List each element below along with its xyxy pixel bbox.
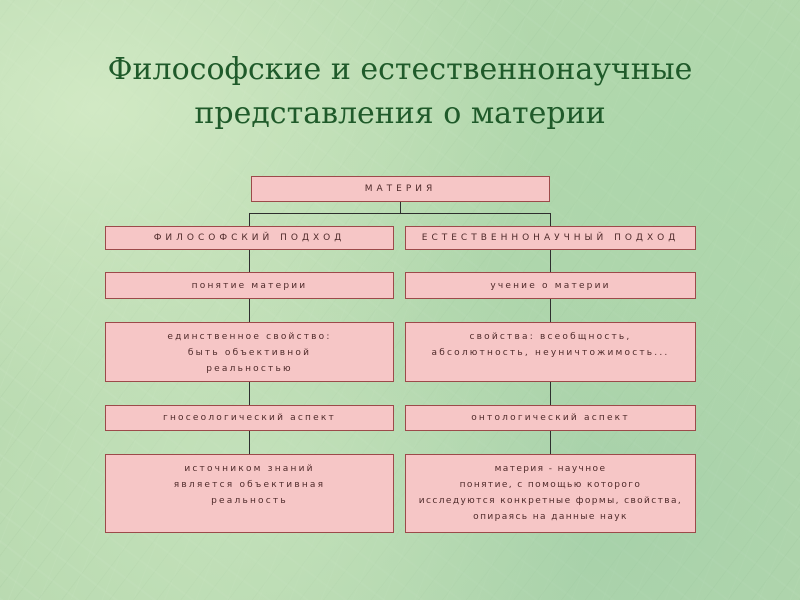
- epistemological-aspect-label: гносеологический аспект: [163, 413, 336, 423]
- natural-science-detail-line-4: опираясь на данные наук: [473, 512, 628, 522]
- philosophical-property-line-2: быть объективной: [187, 348, 312, 358]
- page-title-line-1: Философские и естественнонаучные: [107, 52, 693, 87]
- natural-science-detail-line-2: понятие, с помощью которого: [459, 480, 642, 490]
- ontological-aspect-box: онтологический аспект: [405, 405, 696, 431]
- natural-science-detail-line-1: материя - научное: [494, 464, 607, 474]
- philosophical-approach-label: ФИЛОСОФСКИЙ ПОДХОД: [153, 233, 346, 243]
- ontological-aspect-label: онтологический аспект: [471, 413, 630, 423]
- natural-science-property-line-2: абсолютность, неуничтожимость...: [431, 348, 670, 358]
- natural-science-detail-line-3: исследуются конкретные формы, свойства,: [418, 496, 683, 506]
- epistemological-aspect-box: гносеологический аспект: [105, 405, 394, 431]
- philosophical-detail-line-2: является объективная: [173, 480, 326, 490]
- doctrine-of-matter-box: учение о материи: [405, 272, 696, 299]
- natural-science-property-box: свойства: всеобщность, абсолютность, неу…: [405, 322, 696, 382]
- natural-science-detail-box: материя - научное понятие, с помощью кот…: [405, 454, 696, 533]
- natural-science-property-line-1: свойства: всеобщность,: [469, 332, 632, 342]
- philosophical-detail-line-1: источником знаний: [184, 464, 315, 474]
- concept-of-matter-box: понятие материи: [105, 272, 394, 299]
- matter-root-label: МАТЕРИЯ: [364, 184, 437, 194]
- page-title: Философские и естественнонаучные предста…: [0, 48, 800, 136]
- philosophical-property-line-3: реальностью: [206, 364, 293, 374]
- philosophical-approach-box: ФИЛОСОФСКИЙ ПОДХОД: [105, 226, 394, 250]
- philosophical-property-box: единственное свойство: быть объективной …: [105, 322, 394, 382]
- philosophical-detail-box: источником знаний является объективная р…: [105, 454, 394, 533]
- page-title-line-2: представления о материи: [194, 96, 606, 131]
- matter-root-box: МАТЕРИЯ: [251, 176, 550, 202]
- natural-science-approach-label: ЕСТЕСТВЕННОНАУЧНЫЙ ПОДХОД: [421, 233, 680, 243]
- philosophical-detail-line-3: реальность: [211, 496, 288, 506]
- philosophical-property-line-1: единственное свойство:: [167, 332, 332, 342]
- doctrine-of-matter-label: учение о материи: [490, 280, 611, 291]
- natural-science-approach-box: ЕСТЕСТВЕННОНАУЧНЫЙ ПОДХОД: [405, 226, 696, 250]
- concept-of-matter-label: понятие материи: [191, 280, 308, 291]
